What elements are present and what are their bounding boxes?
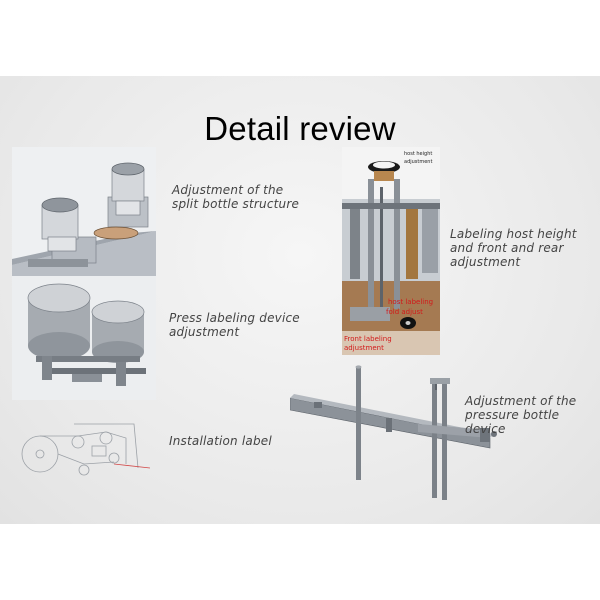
adjustment-label: adjustment: [404, 159, 432, 165]
caption-installation-label: Installation label: [169, 434, 272, 448]
caption-split-bottle: Adjustment of the split bottle structure: [172, 183, 300, 211]
front-labeling-label: Front labeling: [344, 335, 392, 343]
split-bottle-structure-image: [12, 147, 156, 281]
host-height-label: host height: [404, 151, 432, 157]
press-labeling-device-image: [12, 276, 156, 400]
caption-pressure-bottle: Adjustment of the pressure bottle device: [465, 394, 577, 436]
caption-host-height: Labeling host height and front and rear …: [450, 227, 577, 269]
fold-adjust-label: fold adjust: [386, 308, 423, 316]
front-adjustment-label: adjustment: [344, 344, 384, 352]
labeling-host-photo: host height adjustment host labeling fol…: [342, 147, 440, 355]
caption-press-labeling: Press labeling device adjustment: [169, 311, 300, 339]
installation-label-sketch: [21, 423, 151, 476]
pressure-bottle-device-image: [290, 365, 497, 500]
slide-title: Detail review: [204, 110, 396, 147]
host-labeling-label: host labeling: [388, 298, 433, 306]
